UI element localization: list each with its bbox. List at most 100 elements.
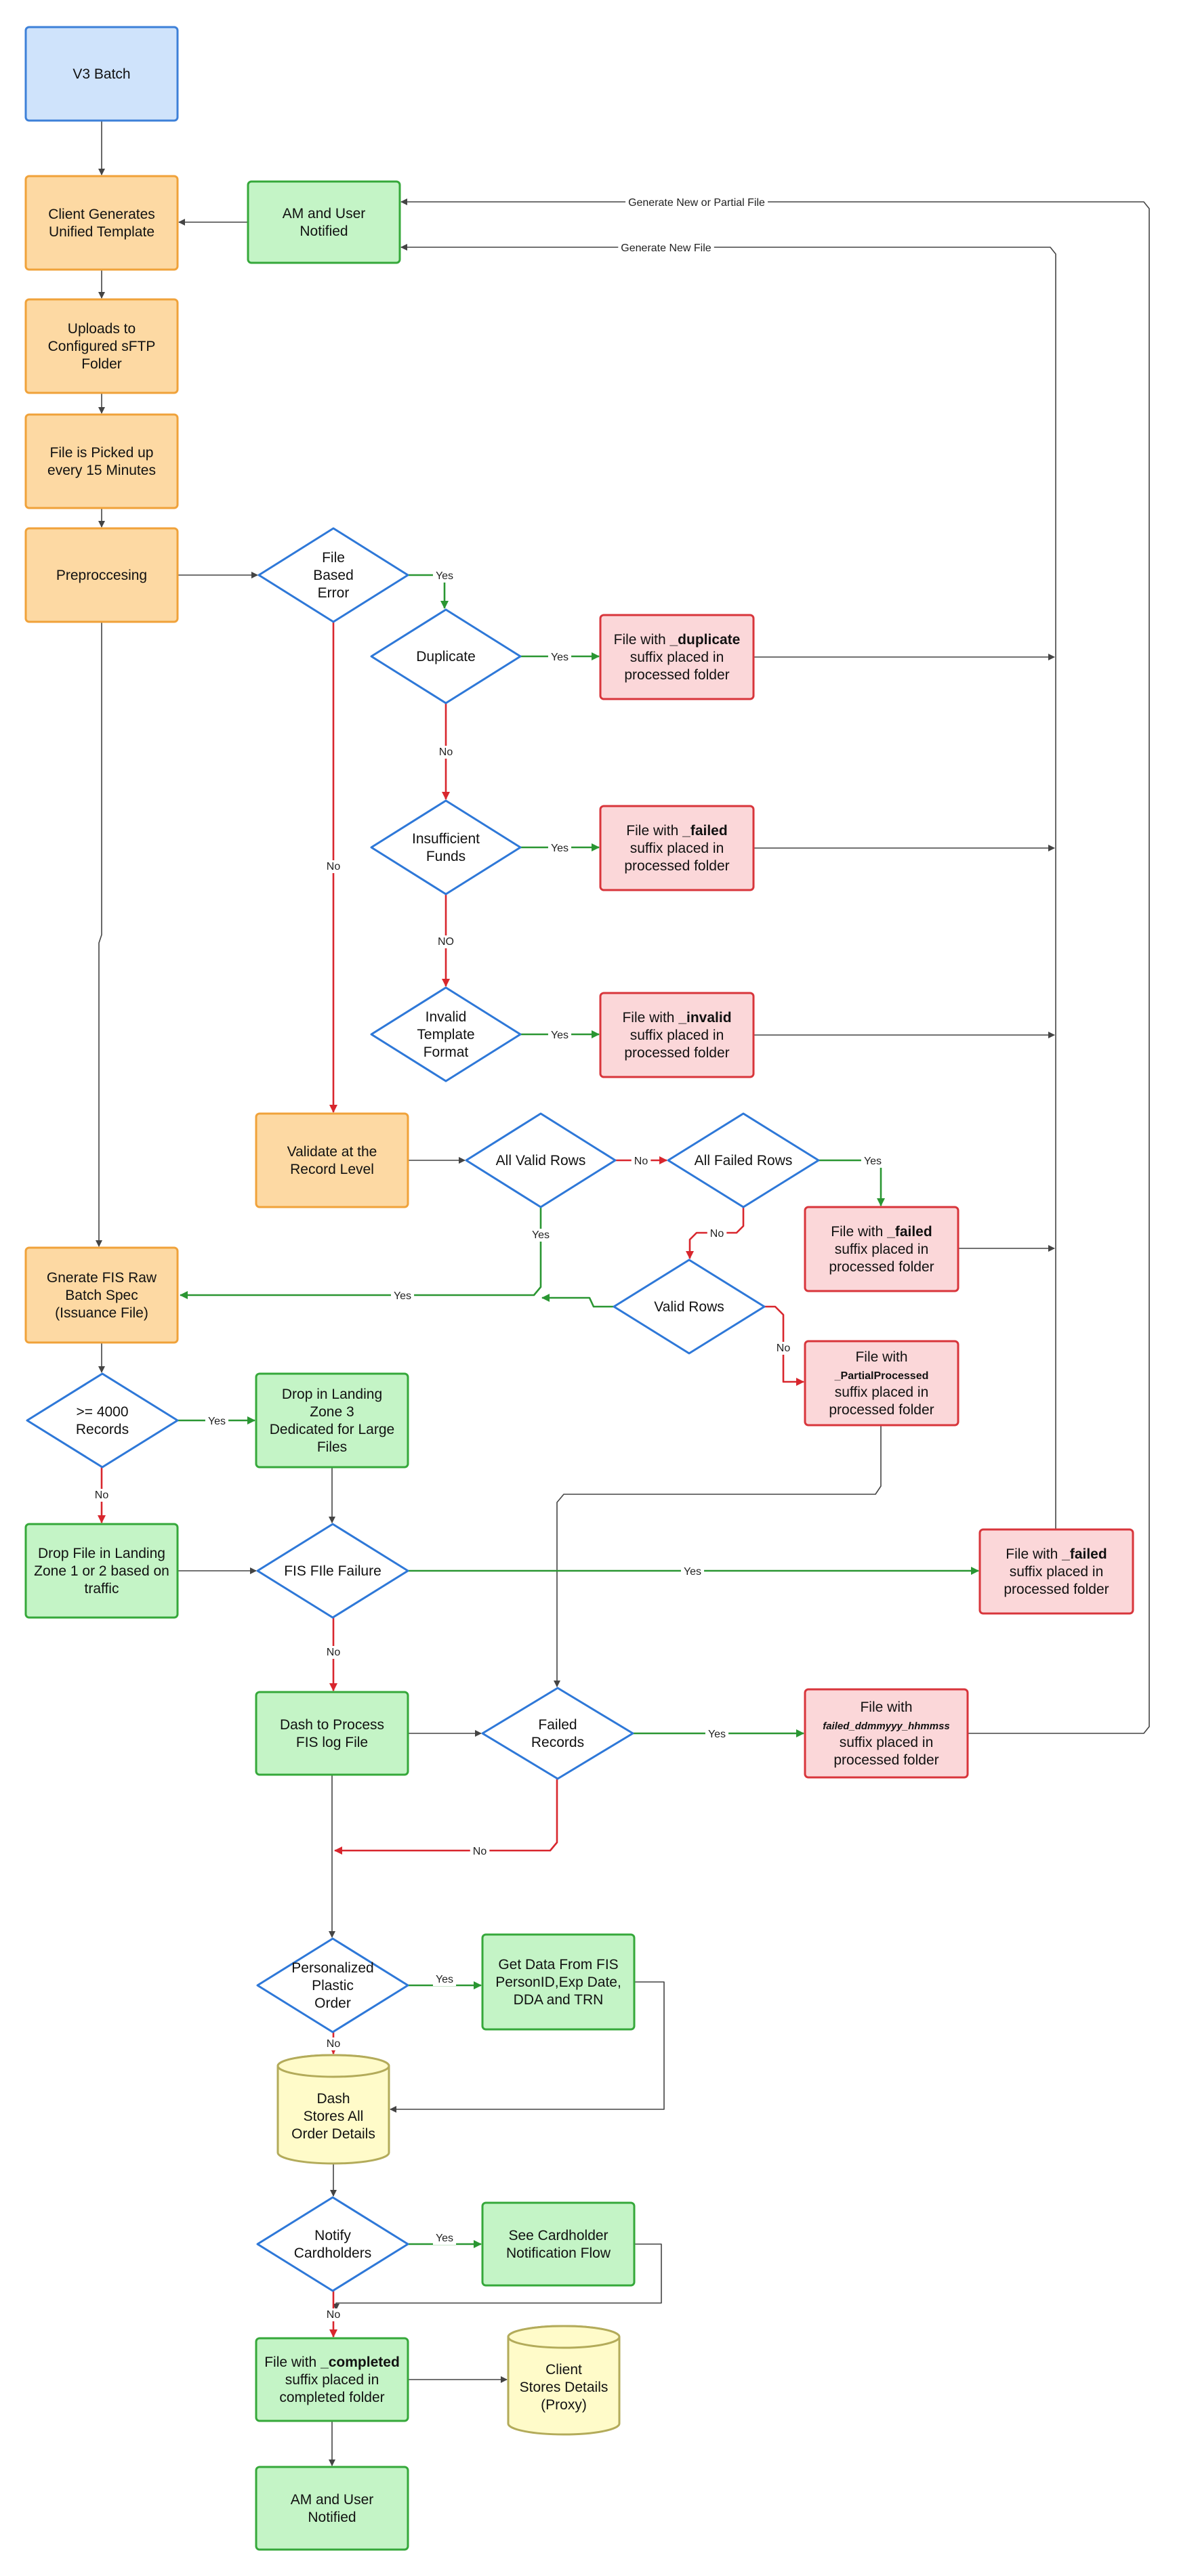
node-text: File with _invalid (622, 1010, 731, 1026)
node-text: processed folder (829, 1259, 934, 1275)
node-text: suffix placed in (630, 1028, 724, 1043)
node-text: Dedicated for Large (270, 1422, 394, 1437)
node-text: Format (424, 1044, 469, 1060)
node-text: traffic (85, 1581, 119, 1597)
label-validrows-yes: Yes (394, 1290, 411, 1302)
node-text: AM and User (291, 2492, 374, 2508)
node-text: (Proxy) (541, 2397, 587, 2413)
node-text: Configured sFTP (48, 339, 156, 354)
label-fbe-yes: Yes (436, 570, 453, 582)
node-text: Zone 3 (310, 1404, 354, 1420)
node-text: File with _failed (626, 823, 727, 839)
node-text: Records (76, 1422, 129, 1437)
node-picked-up: File is Picked up every 15 Minutes (24, 413, 179, 509)
node-text: AM and User (283, 206, 366, 221)
node-text: Notified (300, 224, 348, 239)
node-text: Folder (81, 356, 122, 372)
node-text: Gnerate FIS Raw (47, 1270, 157, 1286)
edge-return-generate-new (400, 244, 1056, 1529)
node-text: File with _failed (831, 1224, 932, 1240)
label-validrows-no: No (777, 1343, 791, 1354)
node-text: Record Level (290, 1162, 374, 1177)
node-text: failed_ddmmyyy_hhmmss (823, 1720, 950, 1732)
label-allvalid-no: No (634, 1156, 648, 1167)
node-text: All Valid Rows (496, 1153, 586, 1168)
node-text: Personalized (291, 1960, 373, 1976)
node-text: suffix placed in (840, 1735, 934, 1750)
label-insufficient-no: NO (438, 936, 454, 948)
node-text: Unified Template (49, 224, 154, 240)
node-text: See Cardholder (508, 2228, 608, 2243)
node-text: _PartialProcessed (834, 1370, 929, 1382)
label-fisfail-yes: Yes (684, 1566, 701, 1578)
node-text: Drop File in Landing (38, 1546, 165, 1561)
node-text: File with (860, 1699, 912, 1715)
node-text: Notified (308, 2510, 356, 2525)
label-dup-no: No (439, 746, 453, 758)
node-text: Order Details (291, 2126, 375, 2142)
node-preprocessing: Preproccesing (24, 527, 179, 623)
node-text: File with _failed (1006, 1546, 1107, 1562)
label-notify-no: No (327, 2309, 341, 2321)
node-text: processed folder (833, 1752, 938, 1768)
node-text: DDA and TRN (514, 1992, 604, 2008)
node-text: FIS log File (296, 1735, 368, 1750)
node-text: File with _completed (264, 2355, 400, 2370)
node-text: Preproccesing (56, 568, 147, 583)
edge-getdata-to-dashstores (390, 1981, 665, 2113)
node-text: processed folder (624, 858, 729, 874)
node-text: suffix placed in (630, 841, 724, 856)
node-text: Notification Flow (506, 2245, 611, 2261)
label-allfailed-no: No (710, 1228, 724, 1240)
node-text: suffix placed in (285, 2372, 379, 2388)
node-text: Order (314, 1996, 351, 2011)
node-text: Zone 1 or 2 based on (34, 1563, 169, 1579)
node-text: every 15 Minutes (47, 463, 156, 478)
node-duplicate: Duplicate (370, 608, 522, 704)
node-text: processed folder (624, 667, 729, 683)
label-invalid-yes: Yes (551, 1030, 569, 1041)
label-4000-no: No (95, 1490, 109, 1501)
node-text: File with (855, 1349, 907, 1365)
node-text: Records (531, 1735, 584, 1750)
edge-validrows-no (764, 1305, 804, 1386)
node-text: FIS FIle Failure (284, 1563, 381, 1579)
node-text: Template (417, 1027, 474, 1042)
label-dup-yes: Yes (551, 652, 569, 663)
node-text: processed folder (624, 1045, 729, 1061)
node-text: File is Picked up (50, 445, 154, 461)
node-all-failed: All Failed Rows (667, 1112, 820, 1208)
node-text: Client Generates (48, 207, 155, 222)
node-text: Files (317, 1439, 347, 1455)
node-v3-batch: V3 Batch (24, 26, 179, 122)
node-text: suffix placed in (630, 650, 724, 665)
node-text: All Failed Rows (695, 1153, 793, 1168)
node-text: Validate at the (287, 1144, 377, 1160)
node-text: Batch Spec (65, 1288, 138, 1303)
node-text: Based (313, 568, 354, 583)
node-text: File (322, 550, 345, 566)
label-generate-new-or-partial: Generate New or Partial File (628, 197, 765, 209)
node-text: >= 4000 (76, 1404, 128, 1420)
label-allfailed-yes: Yes (864, 1156, 882, 1167)
